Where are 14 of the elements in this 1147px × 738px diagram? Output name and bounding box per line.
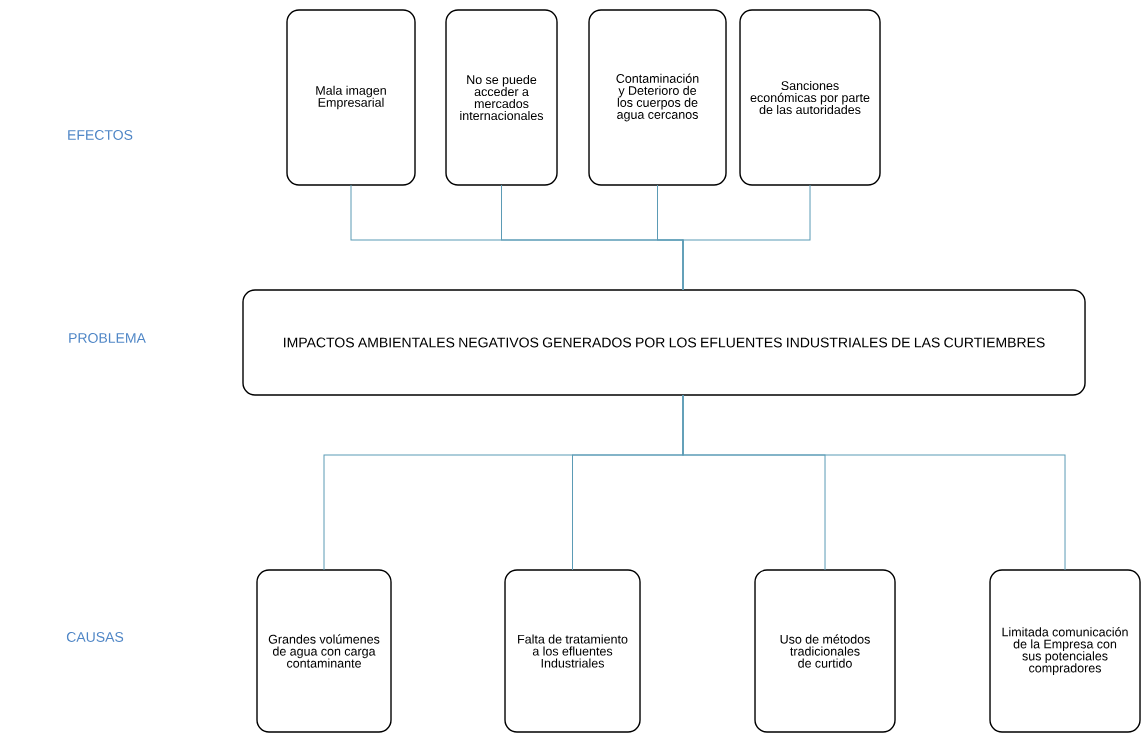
row-label: CAUSAS: [66, 632, 124, 642]
box: Falta de tratamiento a los efluentes Industriales: [504, 569, 641, 733]
box: Sanciones económicas por parte de las autoridades: [739, 9, 881, 186]
connector-line: [682, 394, 1066, 571]
box: Uso de métodos tradicionales de curtido: [754, 569, 896, 733]
box: Limitada comunicación de la Empresa con sus potenciales compradores: [989, 569, 1141, 733]
connector-line: [682, 184, 811, 291]
row-label: EFECTOS: [68, 130, 133, 140]
box: Contaminación y Deterioro de los cuerpos de agua cercanos: [588, 9, 727, 186]
problem-box: IMPACTOS AMBIENTALES NEGATIVOS GENERADOS POR LOS EFLUENTES INDUSTRIALES DE LAS CURTIEMBRES: [242, 289, 1086, 396]
row-label: PROBLEMA: [69, 333, 146, 343]
box: No se puede acceder a mercados internacionales: [445, 9, 558, 186]
box: Mala imagen Empresarial: [286, 9, 416, 186]
box: Grandes volúmenes de agua con carga contaminante: [256, 569, 392, 733]
